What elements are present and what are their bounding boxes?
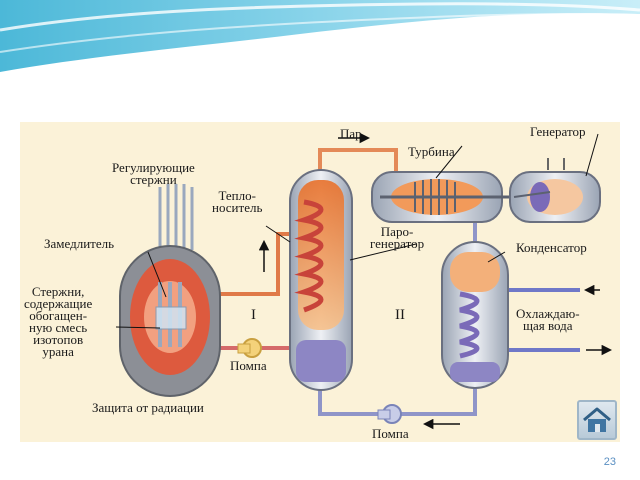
- label-circuit-1: I: [251, 307, 256, 323]
- diagram-graphics: [20, 122, 620, 442]
- header-waves: [0, 0, 640, 72]
- nuclear-plant-diagram: Пар Турбина Генератор Регулирующие стерж…: [20, 122, 620, 442]
- home-button[interactable]: [577, 400, 617, 440]
- page-number: 23: [603, 456, 616, 468]
- label-moderator: Замедлитель: [44, 236, 115, 251]
- label-steam-generator: Паро- генератор: [370, 224, 425, 251]
- label-turbine: Турбина: [408, 144, 455, 159]
- label-coolant: Тепло- носитель: [212, 188, 263, 215]
- label-generator: Генератор: [530, 124, 586, 139]
- label-condenser: Конденсатор: [516, 240, 587, 255]
- generator: [509, 158, 601, 223]
- label-cooling-water: Охлаждаю- щая вода: [516, 306, 580, 333]
- turbine: [371, 171, 514, 223]
- primary-pump: [237, 338, 262, 358]
- label-fuel-rods: Стержни, содержащие обогащен- ную смесь …: [24, 284, 93, 359]
- reactor: [119, 184, 221, 397]
- condenser: [441, 241, 509, 389]
- cooling-water-pipes: [506, 288, 580, 352]
- home-icon: [583, 407, 611, 432]
- leader-lines: [115, 133, 599, 329]
- control-rods-graphic: [158, 184, 194, 250]
- steam-generator: [289, 169, 353, 391]
- label-steam: Пар: [340, 126, 362, 141]
- secondary-pump: [377, 404, 402, 424]
- label-circuit-2: II: [395, 307, 405, 323]
- label-radiation-shield: Защита от радиации: [92, 400, 204, 415]
- label-control-rods: Регулирующие стержни: [112, 160, 195, 187]
- label-pump-secondary: Помпа: [372, 426, 409, 441]
- label-pump-primary: Помпа: [230, 358, 267, 373]
- flow-arrows: [258, 132, 613, 430]
